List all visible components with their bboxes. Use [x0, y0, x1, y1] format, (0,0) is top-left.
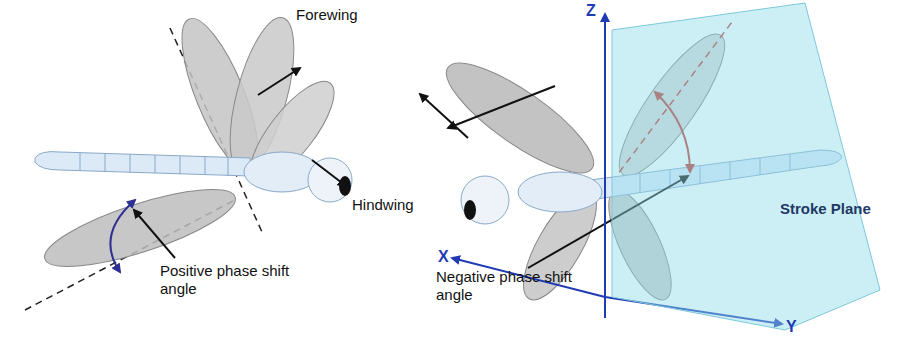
- axis-label: Y: [786, 318, 797, 336]
- wing-label: Hindwing: [352, 196, 414, 214]
- angle-label: Negative phase shift angle: [436, 268, 606, 304]
- left-dragonfly: [25, 10, 352, 310]
- stroke-plane: Stroke Plane: [608, 0, 893, 336]
- axis-label: X: [438, 248, 449, 266]
- angle-label: Positive phase shift angle: [160, 262, 320, 298]
- wing-label: Forewing: [296, 6, 358, 24]
- plane-shape: [608, 0, 893, 336]
- plane-label: Stroke Plane: [780, 200, 871, 217]
- axis-label: Z: [586, 2, 596, 20]
